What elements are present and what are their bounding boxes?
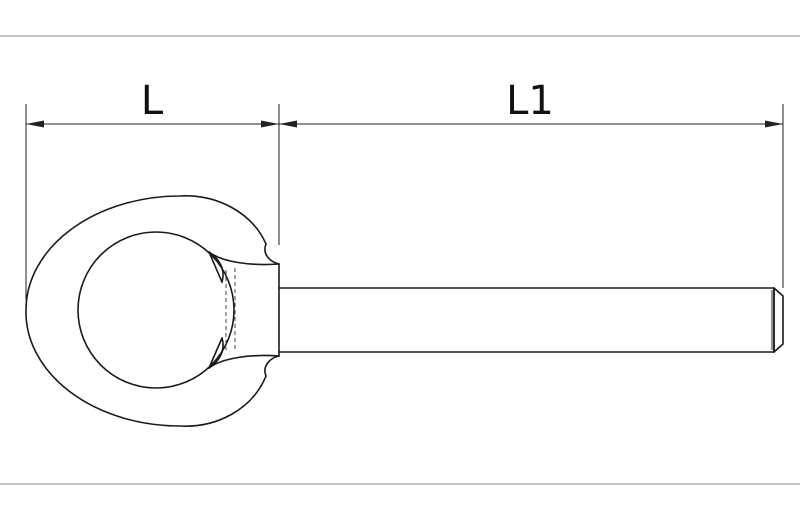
collar bbox=[208, 243, 280, 377]
ring-outer-outline bbox=[25, 195, 267, 427]
dimension-l1: L1 bbox=[279, 78, 783, 128]
dimension-label-l: L bbox=[141, 78, 164, 124]
ring-inner-hole bbox=[77, 231, 235, 389]
shank bbox=[278, 287, 784, 353]
dimension-l: L bbox=[26, 78, 279, 128]
dimension-label-l1: L1 bbox=[506, 78, 554, 124]
